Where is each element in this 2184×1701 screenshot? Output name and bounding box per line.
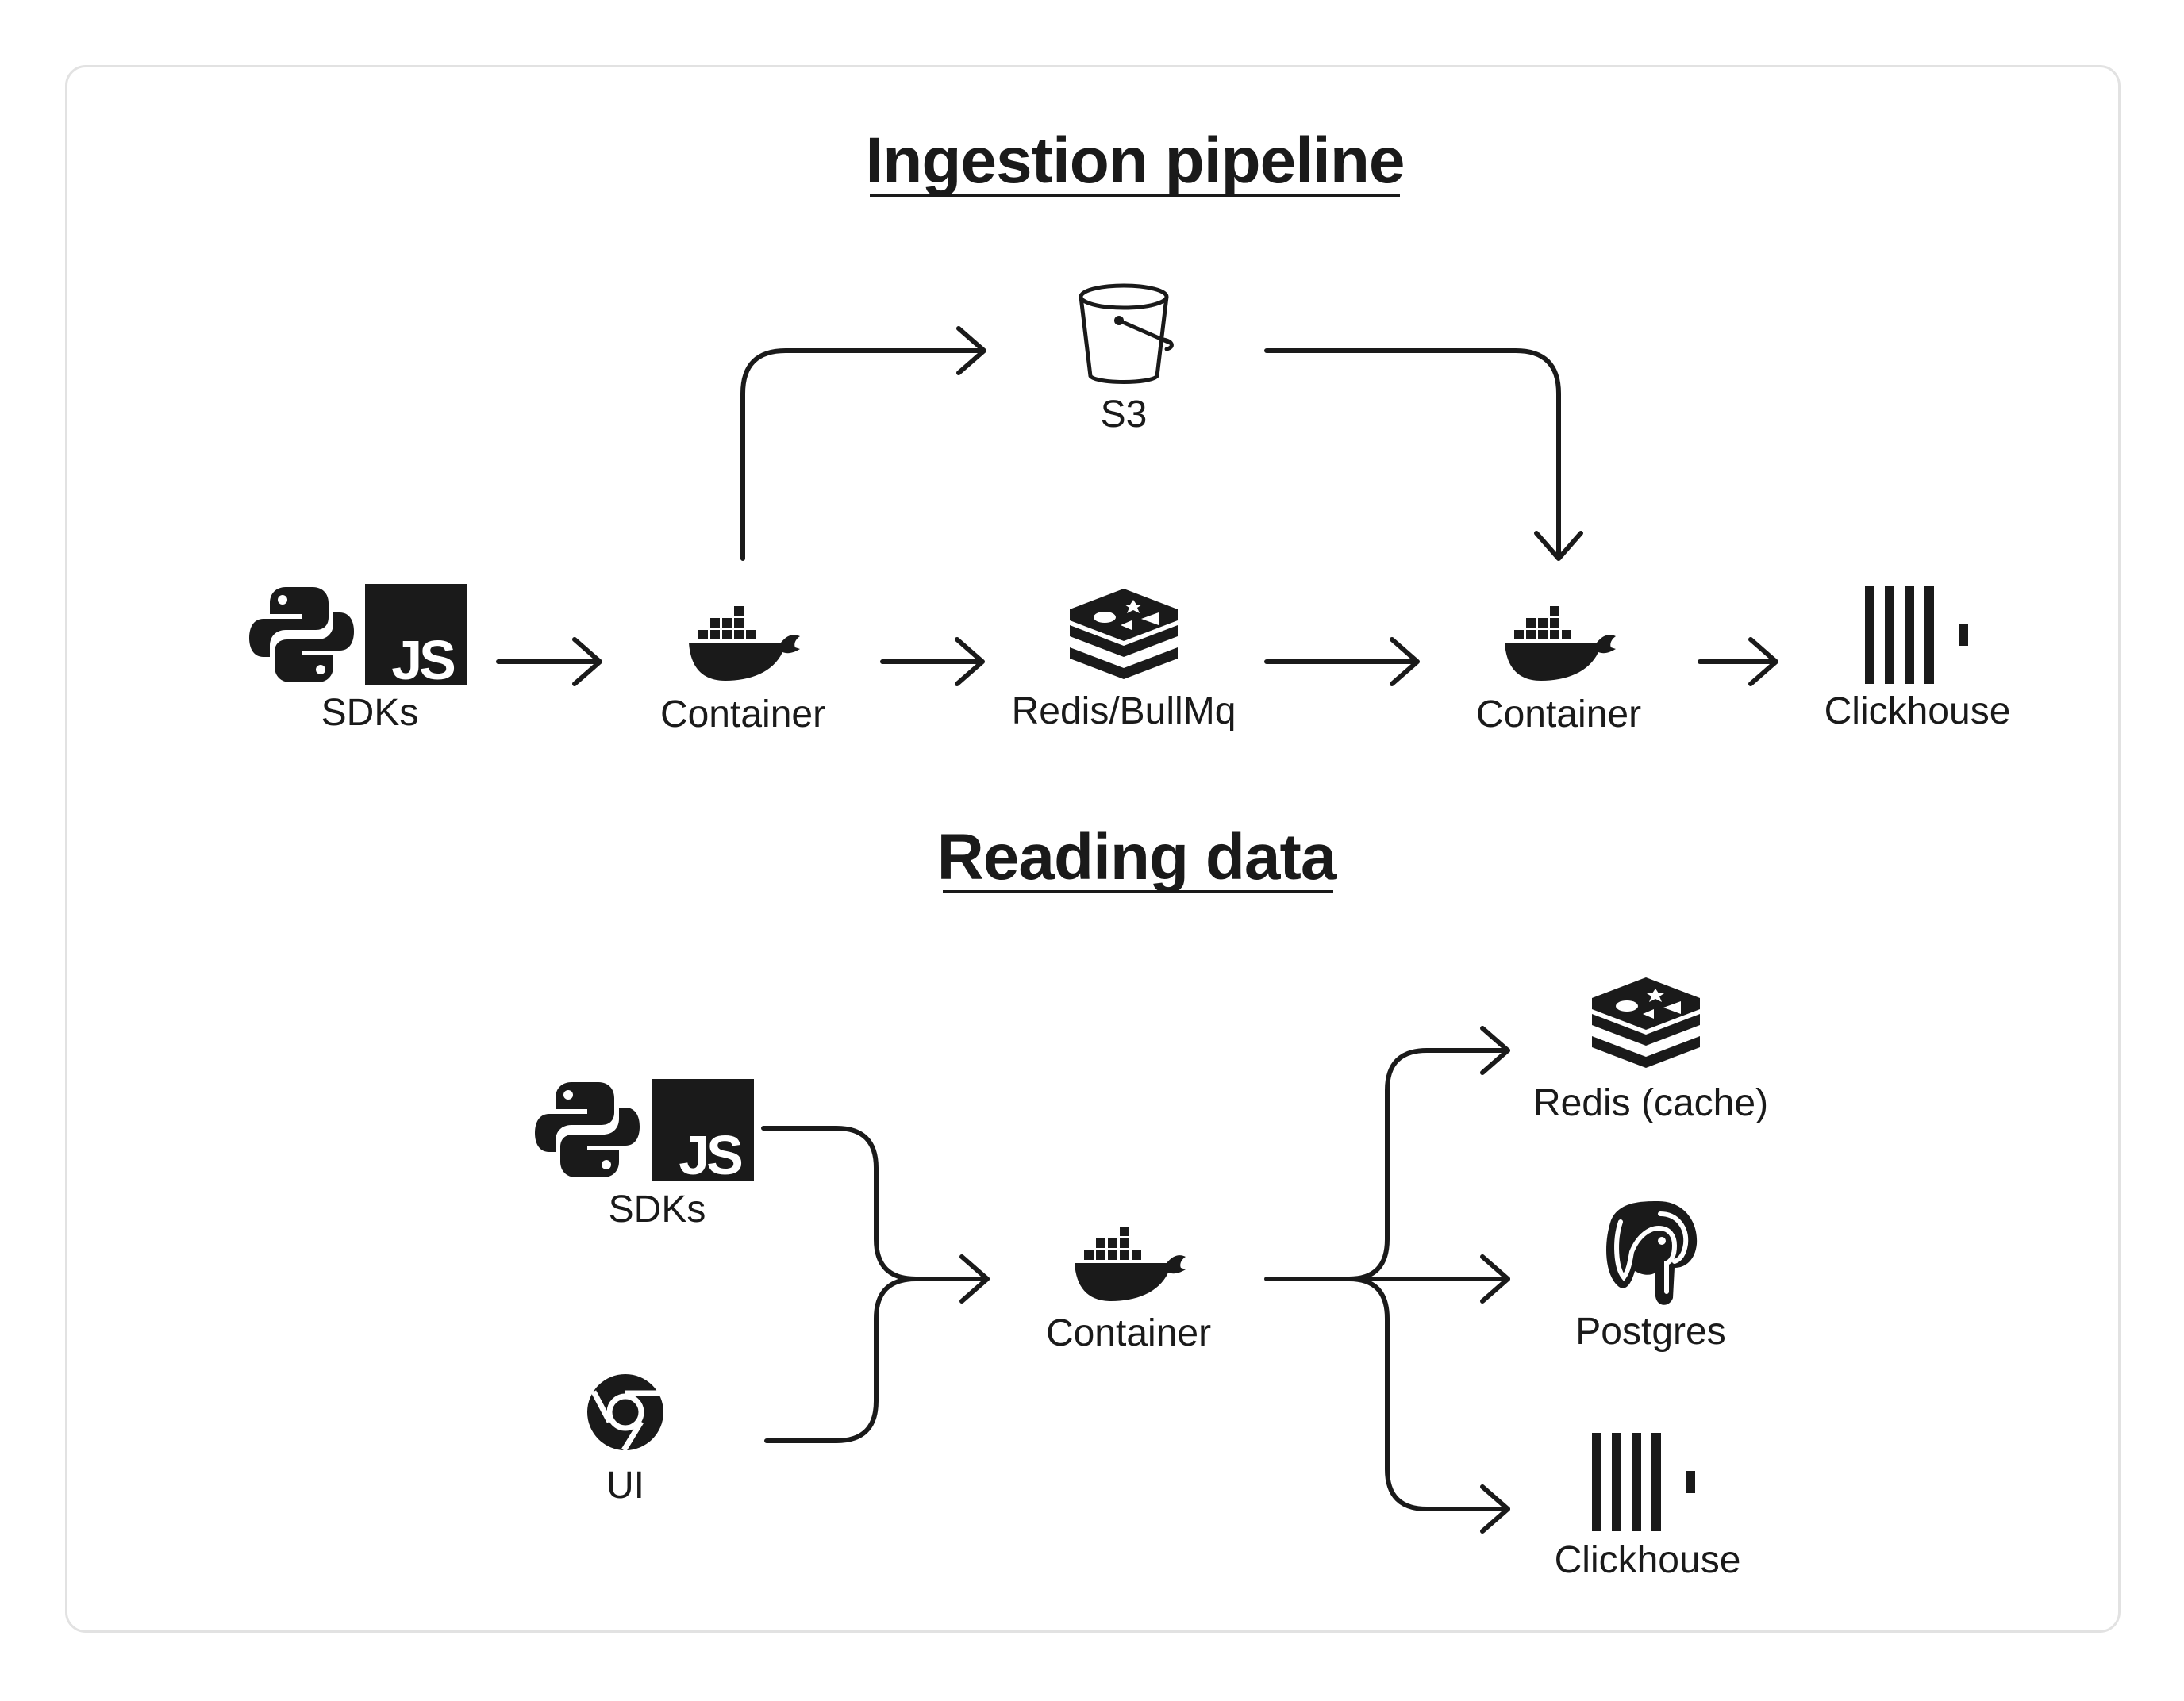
ingestion-s3-label: S3 [1101,394,1148,436]
reading-redis-node: Redis (cache) [1533,977,1768,1124]
javascript-icon [652,1079,754,1186]
redis-icon [1592,977,1700,1068]
docker-icon [1075,1227,1186,1301]
docker-icon [689,606,800,681]
ingestion-title: Ingestion pipeline [865,125,1404,197]
postgres-icon [1606,1201,1697,1305]
clickhouse-icon [1592,1433,1695,1531]
ingestion-clickhouse-label: Clickhouse [1824,690,2011,732]
reading-postgres-node: Postgres [1575,1201,1726,1353]
arrow-container-to-clickhouse [1347,1277,1510,1511]
arrow-head-redis [1480,1026,1510,1075]
docker-icon [1505,606,1616,681]
reading-postgres-label: Postgres [1575,1311,1725,1353]
ingestion-section: Ingestion pipeline SDKs Container S3 Red… [249,125,2010,735]
python-icon [249,587,354,682]
javascript-icon [365,584,467,691]
arrow-ui-to-container [764,1277,918,1443]
ingestion-redis-node: Redis/BullMq [1012,589,1236,732]
ingestion-clickhouse-node: Clickhouse [1824,586,2011,732]
ingestion-container-1-node: Container [660,606,825,735]
python-icon [535,1082,640,1177]
ingestion-redis-label: Redis/BullMq [1012,690,1236,732]
reading-clickhouse-node: Clickhouse [1555,1433,1741,1581]
chrome-icon [587,1374,663,1450]
reading-container-label: Container [1046,1312,1211,1354]
ingestion-s3-node: S3 [1081,286,1171,436]
arrow-container-to-redis [880,637,985,686]
ingestion-container-2-label: Container [1476,693,1641,735]
ingestion-sdks-label: SDKs [321,692,419,734]
arrow-container-to-clickhouse [1698,637,1778,686]
clickhouse-icon [1865,586,1968,684]
diagram-card [65,65,2121,1633]
reading-title: Reading data [937,821,1338,893]
reading-clickhouse-label: Clickhouse [1555,1539,1741,1581]
reading-ui-label: UI [606,1465,644,1507]
ingestion-sdks-node: SDKs [249,584,467,734]
reading-edges [761,1026,1510,1534]
arrow-redis-to-container [1264,637,1420,686]
ingestion-container-1-label: Container [660,693,825,735]
ingestion-edges [496,326,1778,686]
reading-container-node: Container [1046,1227,1211,1354]
ingestion-container-2-node: Container [1476,606,1641,735]
arrow-sdks-to-container [496,637,602,686]
s3-bucket-icon [1081,286,1171,382]
arrow-head-into-container [959,1254,990,1304]
reading-sdks-label: SDKs [609,1188,706,1231]
reading-ui-node: UI [587,1374,663,1507]
reading-redis-label: Redis (cache) [1533,1082,1768,1124]
arrow-s3-to-container [1264,348,1583,561]
arrow-container-to-redis [1347,1048,1510,1281]
redis-icon [1070,589,1178,679]
reading-section: Reading data SDKs UI Container Redis (ca… [535,821,1768,1581]
arrow-head-postgres [1480,1254,1510,1304]
arrow-head-clickhouse [1480,1484,1510,1534]
arrow-sdks-to-container [761,1126,990,1281]
arrow-container-to-s3 [740,326,986,561]
reading-sdks-node: SDKs [535,1079,754,1231]
